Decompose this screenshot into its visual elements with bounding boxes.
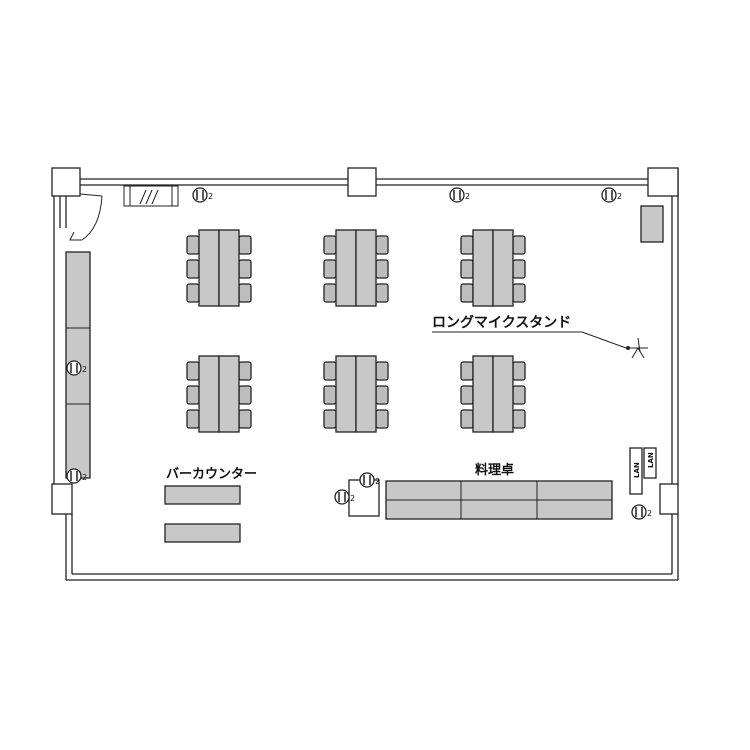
chair [238, 409, 252, 429]
pillar-top-middle [347, 167, 377, 197]
door-swing-icon [69, 193, 103, 241]
chair [460, 361, 474, 381]
outlet-icon: 2 [601, 187, 622, 203]
outlet-icon: 2 [334, 489, 355, 505]
bar-counter-1 [164, 485, 241, 505]
table-group [460, 355, 526, 433]
chair [460, 283, 474, 303]
chair [186, 361, 200, 381]
chair [323, 361, 337, 381]
table [492, 229, 514, 307]
table [355, 355, 377, 433]
table-group [460, 229, 526, 307]
outlet-number: 2 [82, 473, 87, 482]
long-mic-stand-label: ロングマイクスタンド [432, 314, 571, 331]
lan-label-1: LAN [633, 462, 641, 478]
table [492, 355, 514, 433]
outlet-number: 2 [375, 477, 380, 486]
outlet-icon: 2 [66, 360, 87, 376]
chair [238, 235, 252, 255]
window-icon [123, 185, 179, 207]
outlet-number: 2 [350, 494, 355, 503]
chair [375, 235, 389, 255]
pillars [51, 167, 679, 515]
chair [323, 283, 337, 303]
table [335, 229, 357, 307]
chair [186, 259, 200, 279]
cooking-table-label: 料理卓 [475, 462, 514, 478]
cooking-table [385, 480, 613, 520]
outlet-icon: 2 [449, 187, 470, 203]
outlet-number: 2 [647, 509, 652, 518]
outlet-number: 2 [208, 192, 213, 201]
table [198, 355, 220, 433]
chair [186, 235, 200, 255]
table-group [186, 355, 252, 433]
pillar-bottom-left [51, 483, 73, 515]
microphone-stand-icon [626, 337, 648, 359]
table-groups [186, 229, 526, 433]
chair [238, 361, 252, 381]
cabinet [640, 205, 664, 243]
chair [512, 409, 526, 429]
pillar-bottom-right [659, 483, 679, 515]
chair [238, 385, 252, 405]
chair [460, 409, 474, 429]
chair [512, 235, 526, 255]
table-group [323, 355, 389, 433]
chair [375, 283, 389, 303]
lan-ports: LAN LAN [629, 447, 657, 495]
chair [186, 385, 200, 405]
chair [375, 361, 389, 381]
chair [460, 235, 474, 255]
room-walls [53, 168, 679, 581]
outlet-number: 2 [465, 192, 470, 201]
chair [323, 409, 337, 429]
chair [375, 385, 389, 405]
chair [512, 385, 526, 405]
bar-counters [164, 485, 241, 543]
table [218, 229, 240, 307]
pillar-top-right [647, 167, 679, 197]
chair [238, 259, 252, 279]
chair [375, 409, 389, 429]
chair [460, 259, 474, 279]
table-group [323, 229, 389, 307]
chair [323, 235, 337, 255]
table [472, 355, 494, 433]
table [198, 229, 220, 307]
pillar-top-left [51, 167, 81, 197]
bar-counter-2 [164, 523, 241, 543]
chair [186, 409, 200, 429]
lan-port-1 [629, 447, 643, 495]
outlet-number: 2 [82, 365, 87, 374]
outlet-number: 2 [617, 192, 622, 201]
table-group [186, 229, 252, 307]
bar-counter-label: バーカウンター [166, 467, 257, 482]
chair [512, 283, 526, 303]
outlet-icon: 2 [192, 187, 213, 203]
outlets: 2 2 2 2 2 2 2 2 [66, 187, 652, 520]
lan-label-2: LAN [647, 452, 655, 468]
chair [512, 259, 526, 279]
chair [512, 361, 526, 381]
outlet-icon: 2 [631, 504, 652, 520]
chair [323, 385, 337, 405]
chair [460, 385, 474, 405]
table [355, 229, 377, 307]
outlet-icon: 2 [359, 472, 380, 488]
chair [186, 283, 200, 303]
table [472, 229, 494, 307]
table [335, 355, 357, 433]
table [218, 355, 240, 433]
outlet-icon: 2 [66, 468, 87, 484]
chair [375, 259, 389, 279]
chair [323, 259, 337, 279]
chair [238, 283, 252, 303]
lan-port-2 [643, 447, 657, 479]
